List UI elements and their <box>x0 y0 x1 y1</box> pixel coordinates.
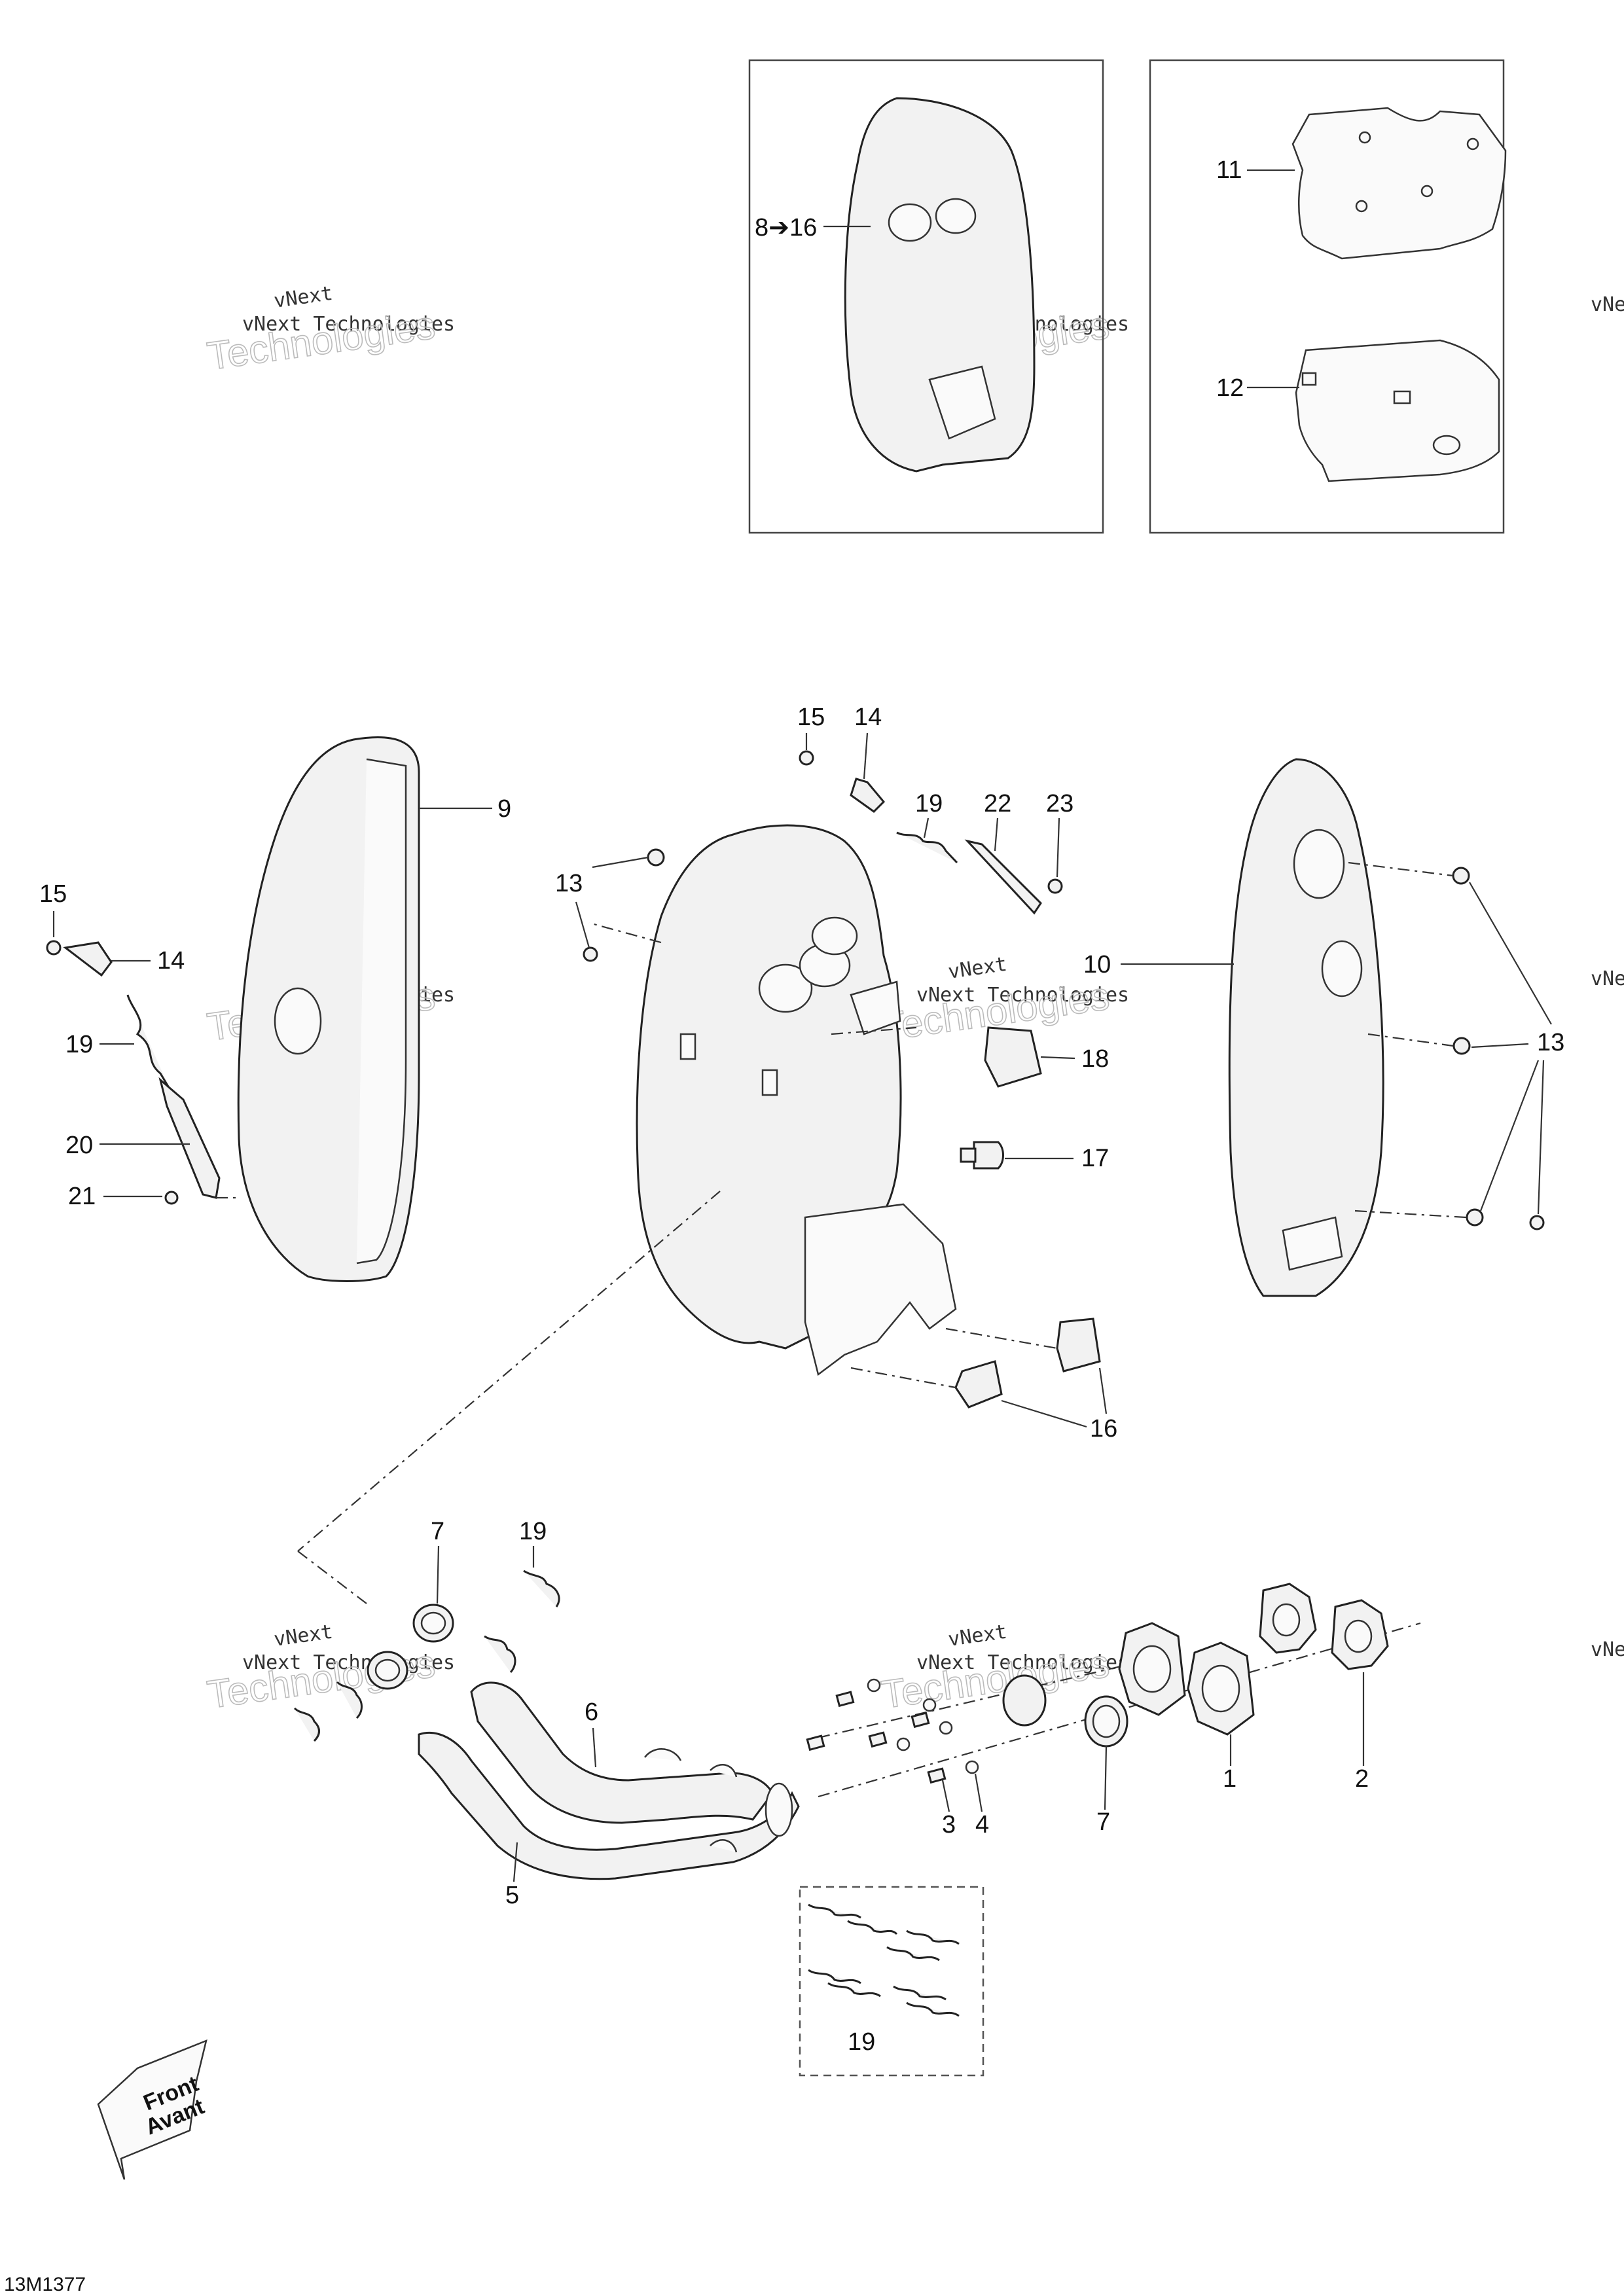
callout-10: 10 <box>1083 951 1111 978</box>
callout-7-right: 7 <box>1096 1808 1110 1836</box>
callout-7-left: 7 <box>431 1518 444 1545</box>
callout-19-mid: 19 <box>519 1518 547 1545</box>
spring-19-mid-d <box>336 1681 363 1719</box>
sleeve-7-right-a <box>1002 1674 1047 1727</box>
callout-13-mid: 13 <box>555 870 583 897</box>
diagram-code: 13M1377 <box>4 2274 86 2295</box>
spring-19-mid-a <box>523 1570 560 1607</box>
callout-16: 16 <box>1090 1415 1117 1443</box>
inset-box-muffler-assembly: 8➔16 <box>748 59 1104 534</box>
callout-4: 4 <box>975 1811 989 1839</box>
heat-shield-10 <box>1228 758 1384 1297</box>
svg-text:vNext Technologies: vNext Technologies <box>242 313 455 336</box>
svg-text:vNext: vNext <box>947 1621 1008 1651</box>
svg-text:vNext Technologies: vNext Technologies <box>242 1651 455 1674</box>
nut-13-r3 <box>1466 1208 1484 1227</box>
muffler-main-group: 13 15 14 19 22 23 18 17 16 <box>555 704 1117 1443</box>
svg-text:vNext Technologies: vNext Technologies <box>916 984 1129 1007</box>
strap-22 <box>964 839 1042 915</box>
assembly-guide-line <box>297 1191 721 1552</box>
bolt-15-top <box>799 750 814 766</box>
callout-21: 21 <box>68 1183 96 1210</box>
svg-text:vNext Technologies: vNext Technologies <box>916 1651 1129 1674</box>
callout-20: 20 <box>65 1132 93 1159</box>
callout-15-top: 15 <box>797 704 825 731</box>
bracket-14-left <box>63 941 113 977</box>
spring-19-top <box>896 831 958 864</box>
svg-text:vNext Technologies: vNext Technologies <box>1591 293 1624 316</box>
nut-13-side <box>583 946 598 962</box>
bracket-14-top <box>850 778 886 813</box>
bracket-20-left <box>158 1077 221 1199</box>
right-heat-shield-group: 10 13 <box>1083 758 1564 1297</box>
svg-text:vNext: vNext <box>947 953 1008 984</box>
svg-text:vNext Technologies: vNext Technologies <box>1591 1638 1624 1661</box>
damper-16-b <box>954 1360 1003 1408</box>
grommet-17 <box>973 1141 1004 1170</box>
callout-5: 5 <box>505 1882 519 1909</box>
watermark-edge: vNext Technologies vNext Technologies vN… <box>1591 293 1624 1661</box>
callout-6: 6 <box>585 1698 598 1726</box>
damper-18 <box>984 1026 1042 1088</box>
callout-17: 17 <box>1081 1145 1109 1172</box>
pipe-6 <box>470 1681 774 1824</box>
bolt-21-left <box>164 1191 179 1205</box>
callout-12: 12 <box>1216 374 1244 402</box>
inset-box-gaskets: 11 12 <box>1149 59 1507 534</box>
callout-15-left: 15 <box>39 880 67 908</box>
svg-text:vNext: vNext <box>272 1621 334 1651</box>
bolt-23 <box>1047 878 1063 894</box>
washers-4 <box>867 1678 979 1774</box>
nut-13-r2 <box>1453 1037 1471 1055</box>
callout-3: 3 <box>942 1811 956 1839</box>
callout-8-16: 8➔16 <box>755 214 817 242</box>
callout-1: 1 <box>1223 1765 1236 1793</box>
heat-shield-gasket-12 <box>1295 339 1500 482</box>
spring-kit-box: 19 <box>799 1886 984 2077</box>
callout-11: 11 <box>1216 156 1242 184</box>
watermark-1: vNext vNext Technologies Technologies <box>204 282 455 379</box>
callout-2: 2 <box>1355 1765 1369 1793</box>
svg-text:vNext: vNext <box>272 282 334 313</box>
spring-19-left <box>126 994 171 1090</box>
callout-19-left: 19 <box>65 1031 93 1058</box>
pipe-5 <box>418 1731 800 1880</box>
heat-shield-gasket-11 <box>1291 107 1507 260</box>
bolt-15-left <box>46 940 62 956</box>
callout-19-top: 19 <box>915 790 943 817</box>
exhaust-header-group: 6 5 7 19 <box>293 1518 800 1909</box>
left-heat-shield-group: 9 15 14 19 20 21 <box>39 736 511 1282</box>
flange-group: 3 4 7 1 2 <box>806 1583 1421 1839</box>
spring-19-mid-b <box>484 1635 516 1674</box>
front-direction-arrow: Front Avant <box>97 2039 208 2180</box>
callout-18: 18 <box>1081 1045 1109 1073</box>
callout-22: 22 <box>984 790 1011 817</box>
nut-13-r1 <box>1452 867 1470 885</box>
spring-19-mid-c <box>293 1707 320 1742</box>
callout-19-kit: 19 <box>848 2028 875 2056</box>
bolts-3 <box>806 1691 947 1784</box>
callout-14-top: 14 <box>854 704 882 731</box>
callout-13-right: 13 <box>1537 1029 1564 1056</box>
svg-text:vNext Technologies: vNext Technologies <box>1591 967 1624 990</box>
callout-14-left: 14 <box>157 947 185 975</box>
muffler-bracket <box>804 1203 957 1376</box>
nut-13-top <box>647 848 665 867</box>
callout-9: 9 <box>497 795 511 823</box>
callout-23: 23 <box>1046 790 1074 817</box>
nut-13-r4 <box>1529 1215 1545 1230</box>
damper-16-a <box>1056 1318 1101 1372</box>
muffler-assembly-part <box>844 97 1036 473</box>
